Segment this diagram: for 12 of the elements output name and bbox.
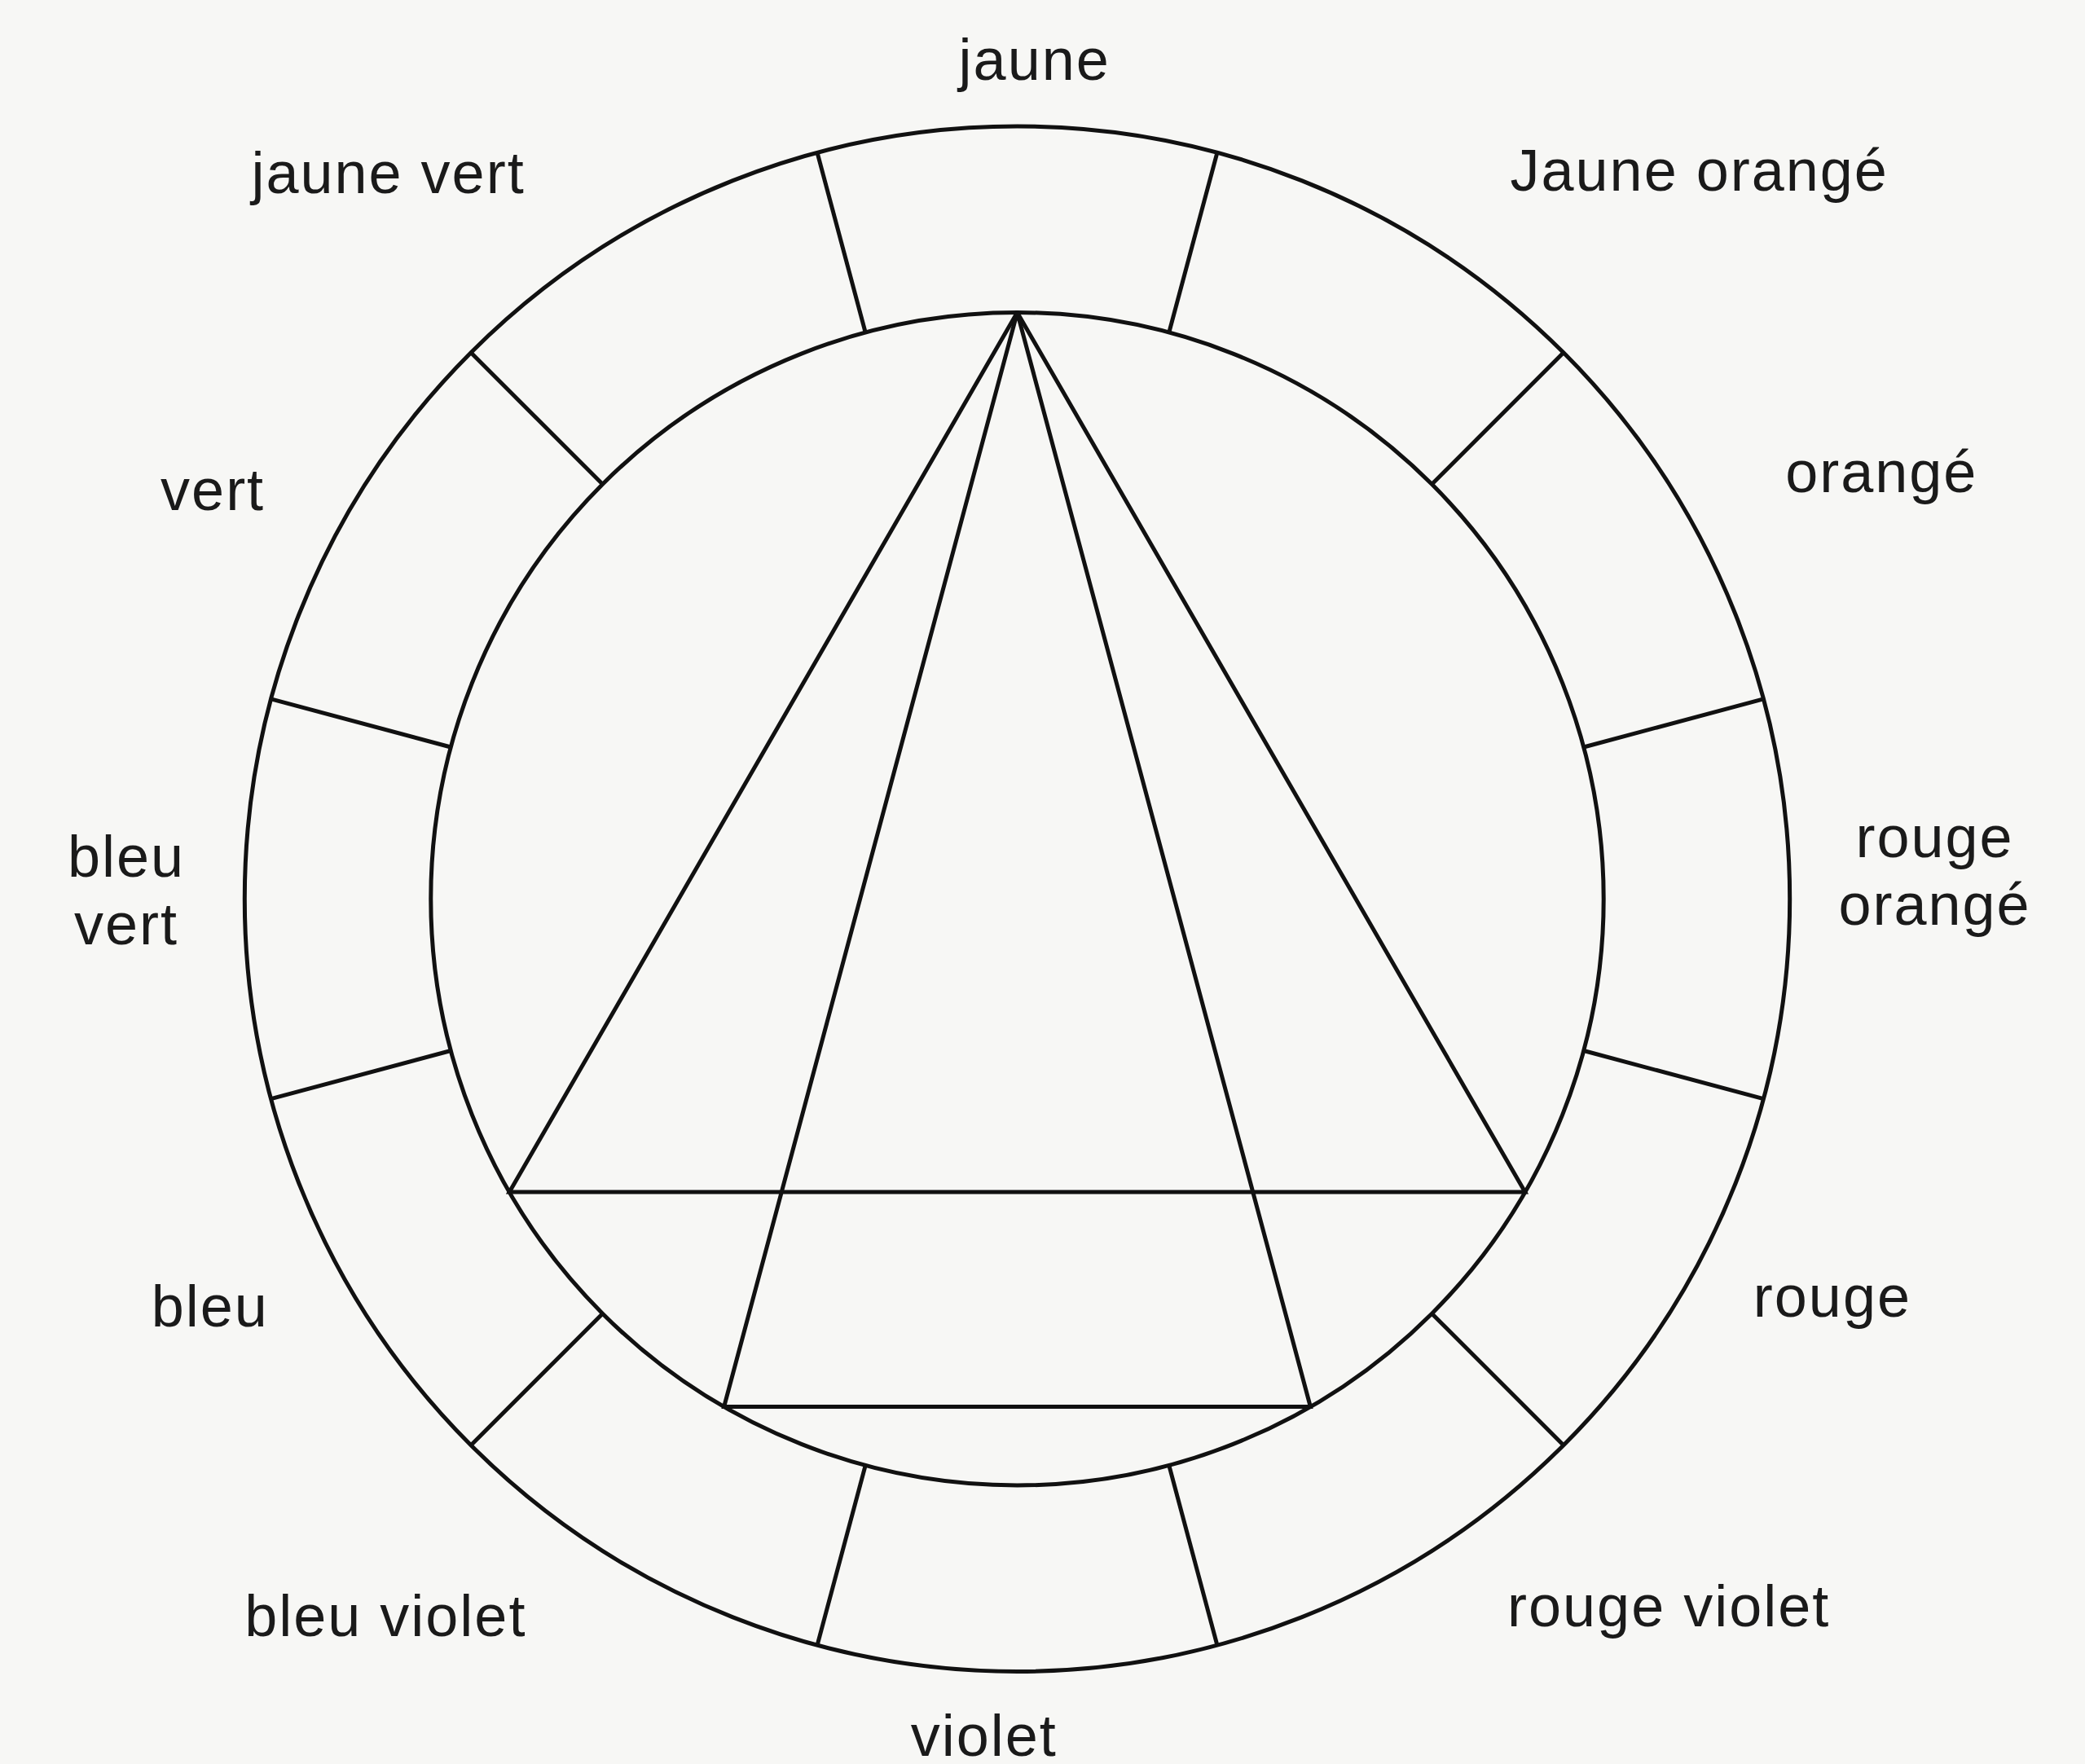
color-label: jaune vert <box>251 139 526 207</box>
color-label: bleu vert <box>66 823 187 959</box>
color-label: Jaune orangé <box>1510 136 1889 205</box>
color-label: violet <box>910 1701 1058 1764</box>
color-label: bleu violet <box>244 1581 527 1650</box>
color-label: bleu <box>151 1272 269 1339</box>
color-label: rouge <box>1753 1262 1911 1331</box>
color-label: jaune <box>958 26 1111 94</box>
color-label: rouge orangé <box>1837 803 2032 939</box>
color-label: orangé <box>1785 438 1978 506</box>
color-label: vert <box>161 455 266 523</box>
color-label: rouge violet <box>1507 1573 1831 1640</box>
